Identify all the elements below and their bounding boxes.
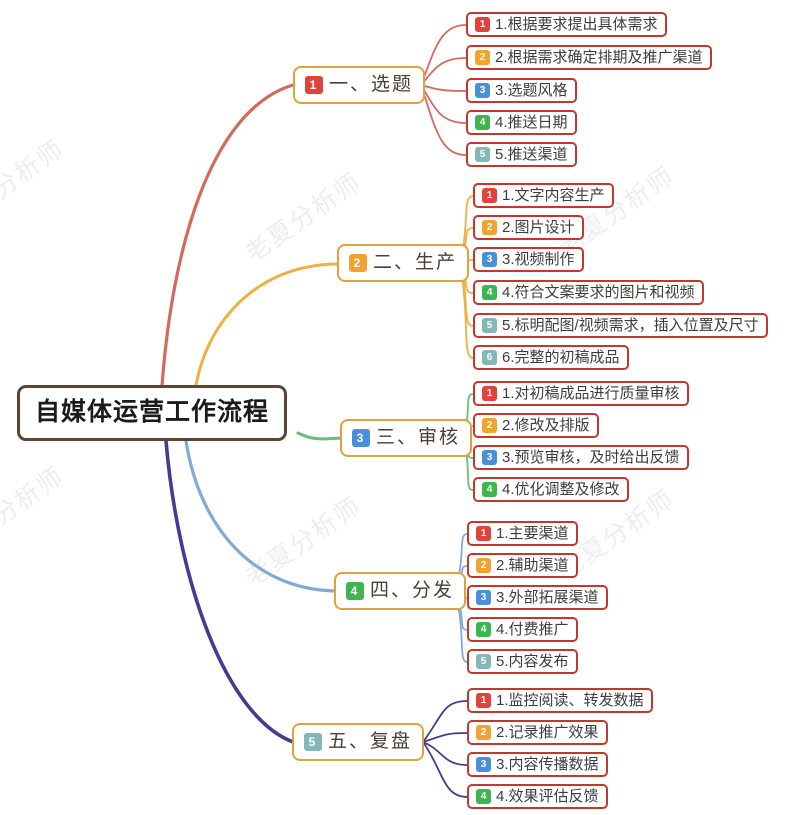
child-label: 1.监控阅读、转发数据 (496, 692, 644, 709)
priority-badge: 1 (476, 693, 491, 708)
branch-label: 四、分发 (370, 580, 455, 601)
priority-badge: 4 (482, 285, 497, 300)
central-topic[interactable]: 自媒体运营工作流程 (17, 385, 288, 441)
child-label: 1.根据要求提出具体需求 (495, 16, 658, 33)
child-label: 2.修改及排版 (502, 417, 590, 434)
child-node[interactable]: 3 3.外部拓展渠道 (467, 585, 608, 610)
priority-badge: 3 (476, 757, 491, 772)
child-node[interactable]: 4 4.优化调整及修改 (473, 477, 629, 502)
branch-node-production[interactable]: 2 二、生产 (337, 244, 470, 282)
priority-badge: 3 (482, 450, 497, 465)
child-node[interactable]: 2 2.根据需求确定排期及推广渠道 (466, 45, 712, 70)
priority-badge: 2 (476, 558, 491, 573)
priority-badge: 2 (482, 418, 497, 433)
child-label: 1.文字内容生产 (502, 187, 605, 204)
child-label: 3.预览审核，及时给出反馈 (502, 449, 680, 466)
branch-node-distribution[interactable]: 4 四、分发 (334, 572, 467, 610)
child-node[interactable]: 5 5.内容发布 (467, 649, 578, 674)
priority-badge: 4 (476, 622, 491, 637)
child-label: 1.主要渠道 (496, 525, 569, 542)
branch-label: 二、生产 (373, 252, 458, 273)
child-label: 3.视频制作 (502, 251, 575, 268)
priority-badge: 1 (476, 526, 491, 541)
child-label: 4.效果评估反馈 (496, 788, 599, 805)
child-node[interactable]: 4 4.符合文案要求的图片和视频 (473, 280, 704, 305)
branch-label: 三、审核 (376, 427, 461, 448)
child-node[interactable]: 1 1.根据要求提出具体需求 (466, 12, 667, 37)
priority-badge: 1 (482, 188, 497, 203)
branch-node-topic-selection[interactable]: 1 一、选题 (293, 66, 426, 104)
child-label: 2.辅助渠道 (496, 557, 569, 574)
branch-label: 五、复盘 (328, 731, 413, 752)
branch-label: 一、选题 (329, 74, 414, 95)
child-label: 3.外部拓展渠道 (496, 589, 599, 606)
child-label: 5.标明配图/视频需求，插入位置及尺寸 (502, 317, 759, 334)
child-label: 3.内容传播数据 (496, 756, 599, 773)
priority-badge: 2 (349, 254, 367, 272)
priority-badge: 2 (482, 220, 497, 235)
child-label: 5.内容发布 (496, 653, 569, 670)
child-node[interactable]: 1 1.对初稿成品进行质量审核 (473, 381, 689, 406)
child-node[interactable]: 2 2.辅助渠道 (467, 553, 578, 578)
priority-badge: 5 (304, 733, 322, 751)
priority-badge: 3 (352, 429, 370, 447)
child-label: 6.完整的初稿成品 (502, 349, 620, 366)
priority-badge: 3 (482, 252, 497, 267)
child-label: 1.对初稿成品进行质量审核 (502, 385, 680, 402)
child-node[interactable]: 4 4.付费推广 (467, 617, 578, 642)
child-label: 5.推送渠道 (495, 146, 568, 163)
child-node[interactable]: 3 3.预览审核，及时给出反馈 (473, 445, 689, 470)
priority-badge: 1 (305, 76, 323, 94)
child-node[interactable]: 5 5.标明配图/视频需求，插入位置及尺寸 (473, 313, 768, 338)
child-label: 2.根据需求确定排期及推广渠道 (495, 49, 703, 66)
priority-badge: 6 (482, 350, 497, 365)
priority-badge: 2 (476, 725, 491, 740)
priority-badge: 4 (346, 582, 364, 600)
priority-badge: 3 (475, 83, 490, 98)
child-label: 4.优化调整及修改 (502, 481, 620, 498)
child-label: 4.付费推广 (496, 621, 569, 638)
child-node[interactable]: 3 3.选题风格 (466, 78, 577, 103)
child-node[interactable]: 1 1.文字内容生产 (473, 183, 614, 208)
child-node[interactable]: 1 1.主要渠道 (467, 521, 578, 546)
child-label: 4.推送日期 (495, 114, 568, 131)
priority-badge: 1 (475, 17, 490, 32)
priority-badge: 1 (482, 386, 497, 401)
child-node[interactable]: 5 5.推送渠道 (466, 142, 577, 167)
priority-badge: 5 (475, 147, 490, 162)
central-topic-label: 自媒体运营工作流程 (35, 399, 270, 426)
child-node[interactable]: 2 2.记录推广效果 (467, 720, 608, 745)
branch-node-review[interactable]: 3 三、审核 (340, 419, 473, 457)
child-node[interactable]: 6 6.完整的初稿成品 (473, 345, 629, 370)
priority-badge: 2 (475, 50, 490, 65)
child-node[interactable]: 3 3.视频制作 (473, 247, 584, 272)
branch-node-retrospective[interactable]: 5 五、复盘 (292, 723, 425, 761)
priority-badge: 4 (475, 115, 490, 130)
child-node[interactable]: 2 2.修改及排版 (473, 413, 599, 438)
priority-badge: 5 (476, 654, 491, 669)
priority-badge: 4 (476, 789, 491, 804)
priority-badge: 3 (476, 590, 491, 605)
priority-badge: 4 (482, 482, 497, 497)
child-label: 2.图片设计 (502, 219, 575, 236)
child-label: 4.符合文案要求的图片和视频 (502, 284, 695, 301)
priority-badge: 5 (482, 318, 497, 333)
child-node[interactable]: 1 1.监控阅读、转发数据 (467, 688, 653, 713)
child-node[interactable]: 3 3.内容传播数据 (467, 752, 608, 777)
child-node[interactable]: 4 4.推送日期 (466, 110, 577, 135)
child-node[interactable]: 4 4.效果评估反馈 (467, 784, 608, 809)
child-node[interactable]: 2 2.图片设计 (473, 215, 584, 240)
child-label: 3.选题风格 (495, 82, 568, 99)
child-label: 2.记录推广效果 (496, 724, 599, 741)
